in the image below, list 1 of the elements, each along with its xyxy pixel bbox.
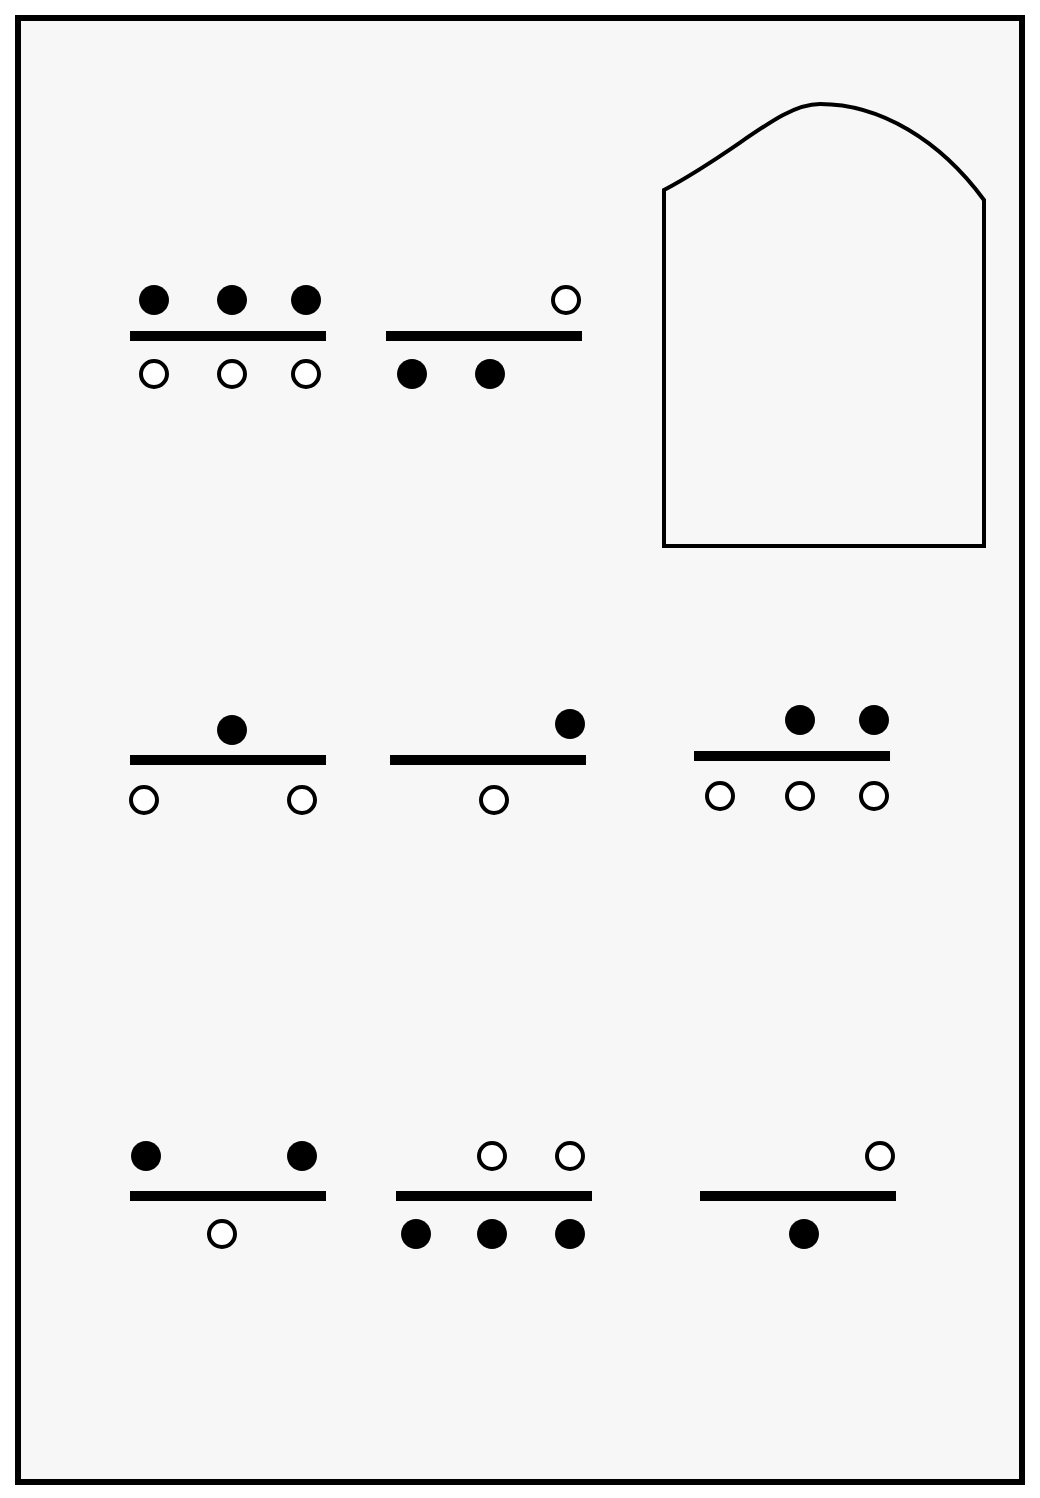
arch-outline xyxy=(662,102,986,548)
